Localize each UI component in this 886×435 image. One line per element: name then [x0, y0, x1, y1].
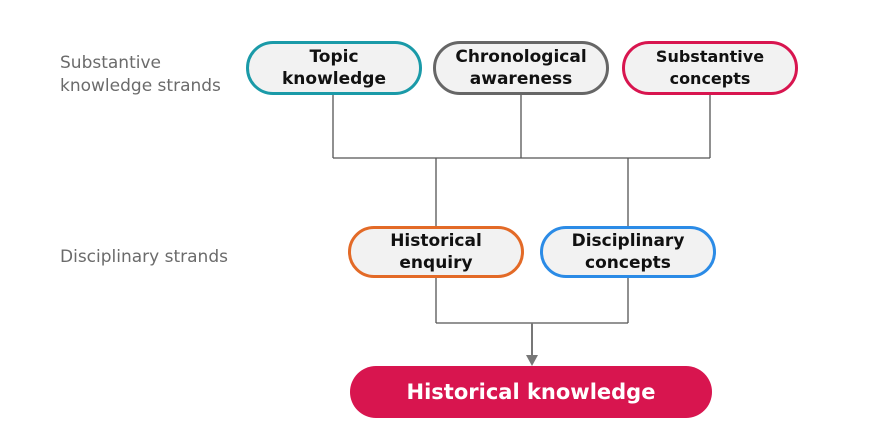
- node-disciplinary-line1: Disciplinary: [571, 231, 685, 251]
- node-chronological-line1: Chronological: [455, 47, 587, 67]
- arrow-head-icon: [526, 355, 538, 366]
- node-disciplinary-line2: concepts: [585, 253, 671, 273]
- node-topic-line2: knowledge: [281, 69, 387, 89]
- node-substantive-line2: concepts: [669, 69, 751, 88]
- node-enquiry-line2: enquiry: [399, 253, 473, 273]
- node-chronological-line2: awareness: [469, 69, 573, 89]
- disciplinary-strands-label: Disciplinary strands: [60, 247, 228, 267]
- node-historical-enquiry: Historical enquiry: [348, 226, 524, 278]
- node-substantive-concepts: Substantive concepts: [622, 41, 798, 95]
- node-chronological-awareness: Chronological awareness: [433, 41, 609, 95]
- historical-knowledge-label: Historical knowledge: [406, 380, 656, 404]
- node-disciplinary-concepts: Disciplinary concepts: [540, 226, 716, 278]
- node-topic-line1: Topic: [309, 47, 359, 67]
- node-substantive-line1: Substantive: [655, 47, 765, 66]
- substantive-strands-label: Substantive knowledge strands: [60, 53, 221, 96]
- node-historical-knowledge: Historical knowledge: [350, 366, 712, 418]
- node-enquiry-line1: Historical: [390, 231, 482, 251]
- node-topic-knowledge: Topic knowledge: [246, 41, 422, 95]
